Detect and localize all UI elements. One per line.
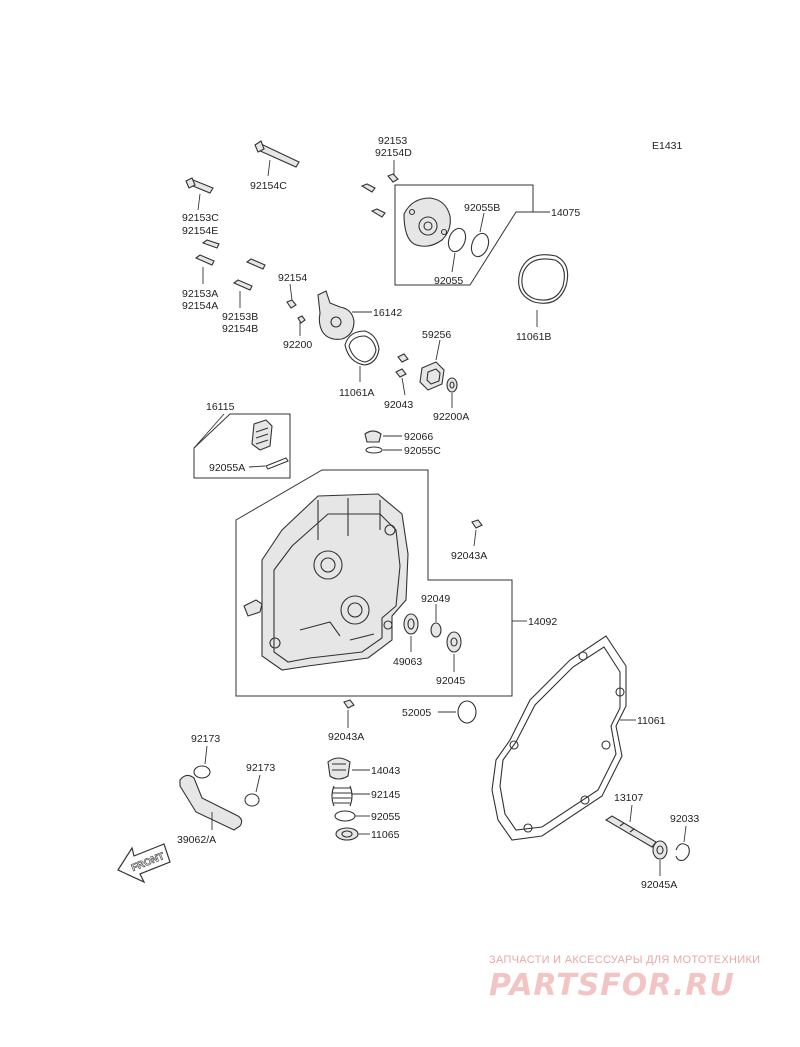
label-16142: 16142 — [373, 307, 402, 319]
o-ring-92055b[interactable] — [468, 231, 491, 259]
bolt-92154c[interactable] — [254, 140, 300, 168]
label-92154e: 92154E — [182, 225, 218, 237]
cap-14043[interactable] — [327, 757, 351, 780]
label-13107: 13107 — [614, 792, 643, 804]
o-ring-92055[interactable] — [445, 226, 468, 254]
diagram-code: E1431 — [652, 140, 683, 152]
o-ring-92055-bot[interactable] — [334, 810, 356, 822]
circlip-92033[interactable] — [675, 843, 690, 862]
label-92043: 92043 — [384, 399, 413, 411]
label-92049: 92049 — [421, 593, 450, 605]
front-arrow: FRONT — [117, 843, 171, 884]
bolt-92153[interactable] — [360, 173, 399, 218]
dowel-92043a-bot[interactable] — [343, 699, 355, 709]
label-92153: 92153 — [378, 135, 407, 147]
washer-92200[interactable] — [297, 315, 306, 324]
plug-92066[interactable] — [364, 430, 382, 443]
crankcase-cover-14092[interactable] — [261, 493, 409, 671]
label-92154a: 92154A — [182, 300, 218, 312]
label-14043: 14043 — [371, 765, 400, 777]
label-92173-right: 92173 — [246, 762, 275, 774]
label-92066: 92066 — [404, 431, 433, 443]
label-92154: 92154 — [278, 272, 307, 284]
label-14092: 14092 — [528, 616, 557, 628]
frame-14092 — [235, 469, 513, 697]
label-39062a: 39062/A — [177, 834, 216, 846]
label-92153c: 92153C — [182, 212, 219, 224]
label-59256: 59256 — [422, 329, 451, 341]
label-92145: 92145 — [371, 789, 400, 801]
label-92153b: 92153B — [222, 311, 258, 323]
bearing-92045a[interactable] — [652, 840, 668, 860]
washer-92200a[interactable] — [446, 377, 458, 393]
label-92153a: 92153A — [182, 288, 218, 300]
label-92055a: 92055A — [209, 462, 245, 474]
label-92055b: 92055B — [464, 202, 500, 214]
dowel-92043[interactable] — [395, 353, 409, 378]
shaft-13107[interactable] — [604, 815, 657, 848]
label-92045: 92045 — [436, 675, 465, 687]
bearing-49063[interactable] — [403, 613, 419, 635]
pump-cover[interactable] — [403, 197, 451, 247]
label-92045a: 92045A — [641, 879, 677, 891]
clamp-92173-left[interactable] — [193, 765, 211, 779]
label-14075: 14075 — [551, 207, 580, 219]
o-ring-92055a[interactable] — [265, 457, 289, 470]
fitting-59256[interactable] — [419, 361, 445, 391]
bolt-92154[interactable] — [286, 299, 297, 309]
label-92154d: 92154D — [375, 147, 412, 159]
gasket-11061b[interactable] — [518, 254, 569, 304]
label-92154b: 92154B — [222, 323, 258, 335]
label-92043a-bot: 92043A — [328, 731, 364, 743]
hose-39062[interactable] — [179, 774, 243, 831]
gasket-11061[interactable] — [491, 635, 627, 841]
label-11061a: 11061A — [339, 387, 374, 399]
label-92055c: 92055C — [404, 445, 441, 457]
bolt-92153c[interactable] — [185, 177, 214, 194]
bearing-92045[interactable] — [446, 631, 462, 653]
label-92200a: 92200A — [433, 411, 469, 423]
label-92055-bot: 92055 — [371, 811, 400, 823]
label-11061b: 11061B — [516, 331, 551, 343]
dowel-92043a-top[interactable] — [471, 519, 483, 529]
label-49063: 49063 — [393, 656, 422, 668]
valve-16115[interactable] — [251, 419, 273, 451]
gasket-11061a[interactable] — [344, 330, 380, 366]
label-11065: 11065 — [371, 829, 400, 841]
o-ring-92055c[interactable] — [365, 446, 383, 454]
bolt-92153a[interactable] — [194, 239, 266, 291]
frame-16115 — [193, 413, 291, 479]
watermark-brand: PARTSFOR.RU — [489, 968, 735, 1003]
label-92173-left: 92173 — [191, 733, 220, 745]
label-16115: 16115 — [206, 401, 235, 413]
washer-92049[interactable] — [430, 622, 442, 638]
watermark: ЗАПЧАСТИ И АКСЕССУАРЫ ДЛЯ МОТОТЕХНИКИ PA… — [489, 954, 760, 1003]
label-11061: 11061 — [637, 715, 666, 727]
clamp-92173-right[interactable] — [244, 793, 260, 807]
label-92033: 92033 — [670, 813, 699, 825]
housing-16142[interactable] — [317, 290, 355, 340]
label-92154c: 92154C — [250, 180, 287, 192]
label-92043a-top: 92043A — [451, 550, 487, 562]
frame-14075 — [394, 184, 534, 286]
pin-left[interactable] — [243, 599, 263, 617]
label-92200: 92200 — [283, 339, 312, 351]
o-ring-52005[interactable] — [457, 700, 477, 724]
label-92055-top: 92055 — [434, 275, 463, 287]
seat-11065[interactable] — [335, 827, 359, 841]
watermark-tagline: ЗАПЧАСТИ И АКСЕССУАРЫ ДЛЯ МОТОТЕХНИКИ — [489, 954, 760, 966]
spring-92145[interactable] — [331, 785, 353, 807]
label-52005: 52005 — [402, 707, 431, 719]
